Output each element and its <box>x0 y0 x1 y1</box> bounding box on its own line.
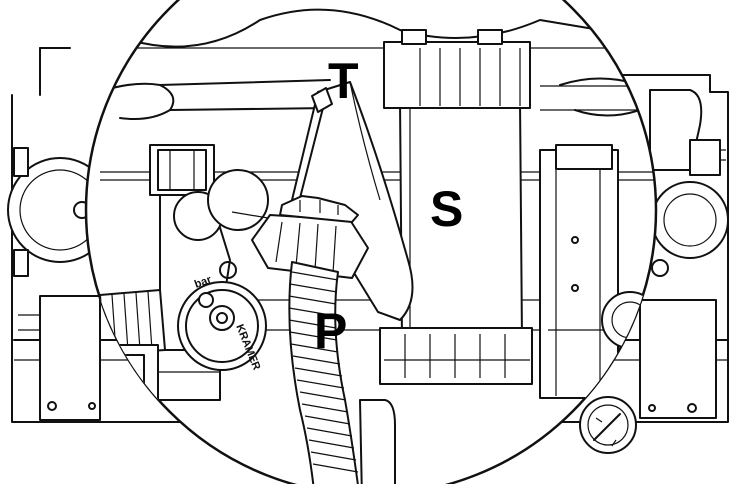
left-bracket <box>18 295 101 421</box>
s-canister <box>379 29 533 385</box>
hose-nut <box>251 195 369 279</box>
bottom-pressure-gauge <box>579 396 637 454</box>
label-t: T <box>328 53 359 109</box>
background-boiler <box>7 47 729 454</box>
kramer-pressure-gauge: KRAMER bar <box>177 273 267 372</box>
label-s: S <box>430 181 463 237</box>
gauge-unit-label: bar <box>193 273 214 290</box>
right-bracket <box>639 299 717 419</box>
magnified-view: KRAMER bar <box>84 0 658 484</box>
p-hose <box>288 261 361 484</box>
label-p: P <box>314 303 347 359</box>
right-valve-body <box>649 89 729 277</box>
t-tube <box>291 81 414 321</box>
